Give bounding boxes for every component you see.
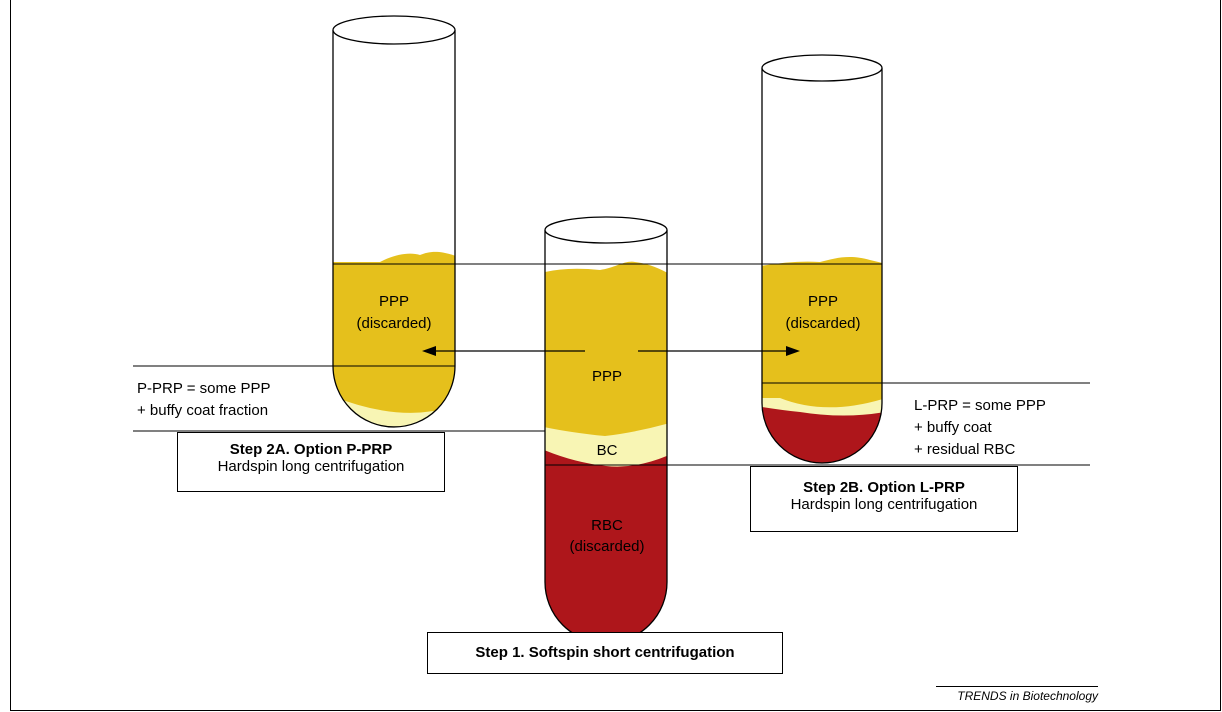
step-2a-subtitle: Hardspin long centrifugation xyxy=(217,458,405,475)
transfer-arrows xyxy=(422,346,800,356)
center-tube-plasma-layer xyxy=(545,261,667,436)
arrow-head-right xyxy=(786,346,800,356)
step-1-box: Step 1. Softspin short centrifugation xyxy=(427,632,783,674)
right-tube-outline xyxy=(761,68,883,464)
left-tube-outline xyxy=(332,30,456,428)
right-tube-rim xyxy=(761,54,883,82)
left-tube-rim xyxy=(332,15,456,45)
center-rbc-label-2: (discarded) xyxy=(569,538,644,555)
center-ppp-label: PPP xyxy=(592,368,622,385)
left-tube xyxy=(332,15,456,428)
step-2a-box: Step 2A. Option P-PRP Hardspin long cent… xyxy=(177,432,445,492)
l-prp-description-3: + residual RBC xyxy=(914,441,1015,458)
journal-credit: TRENDS in Biotechnology xyxy=(936,686,1098,703)
step-2b-box: Step 2B. Option L-PRP Hardspin long cent… xyxy=(750,466,1018,532)
center-tube-rbc-layer xyxy=(545,440,667,643)
left-tube-plasma-layer xyxy=(333,251,455,413)
right-tube-label-2: (discarded) xyxy=(785,315,860,332)
right-tube xyxy=(761,54,883,464)
l-prp-description-1: L-PRP = some PPP xyxy=(914,397,1046,414)
step-2a-title: Step 2A. Option P-PRP xyxy=(229,441,393,458)
step-2b-subtitle: Hardspin long centrifugation xyxy=(790,496,978,513)
p-prp-description-2: + buffy coat fraction xyxy=(137,402,268,419)
left-tube-label-2: (discarded) xyxy=(356,315,431,332)
center-bc-label: BC xyxy=(597,442,618,459)
level-lines xyxy=(133,263,1090,466)
center-tube xyxy=(544,216,668,644)
p-prp-description-1: P-PRP = some PPP xyxy=(137,380,271,397)
center-rbc-label-1: RBC xyxy=(591,517,623,534)
arrow-head-left xyxy=(422,346,436,356)
step-2b-title: Step 2B. Option L-PRP xyxy=(803,479,965,496)
figure-frame xyxy=(10,0,1221,711)
left-tube-label-1: PPP xyxy=(379,293,409,310)
right-tube-label-1: PPP xyxy=(808,293,838,310)
center-tube-rim xyxy=(544,216,668,244)
step-1-title: Step 1. Softspin short centrifugation xyxy=(475,644,735,661)
right-tube-plasma-layer xyxy=(762,256,882,408)
l-prp-description-2: + buffy coat xyxy=(914,419,993,436)
